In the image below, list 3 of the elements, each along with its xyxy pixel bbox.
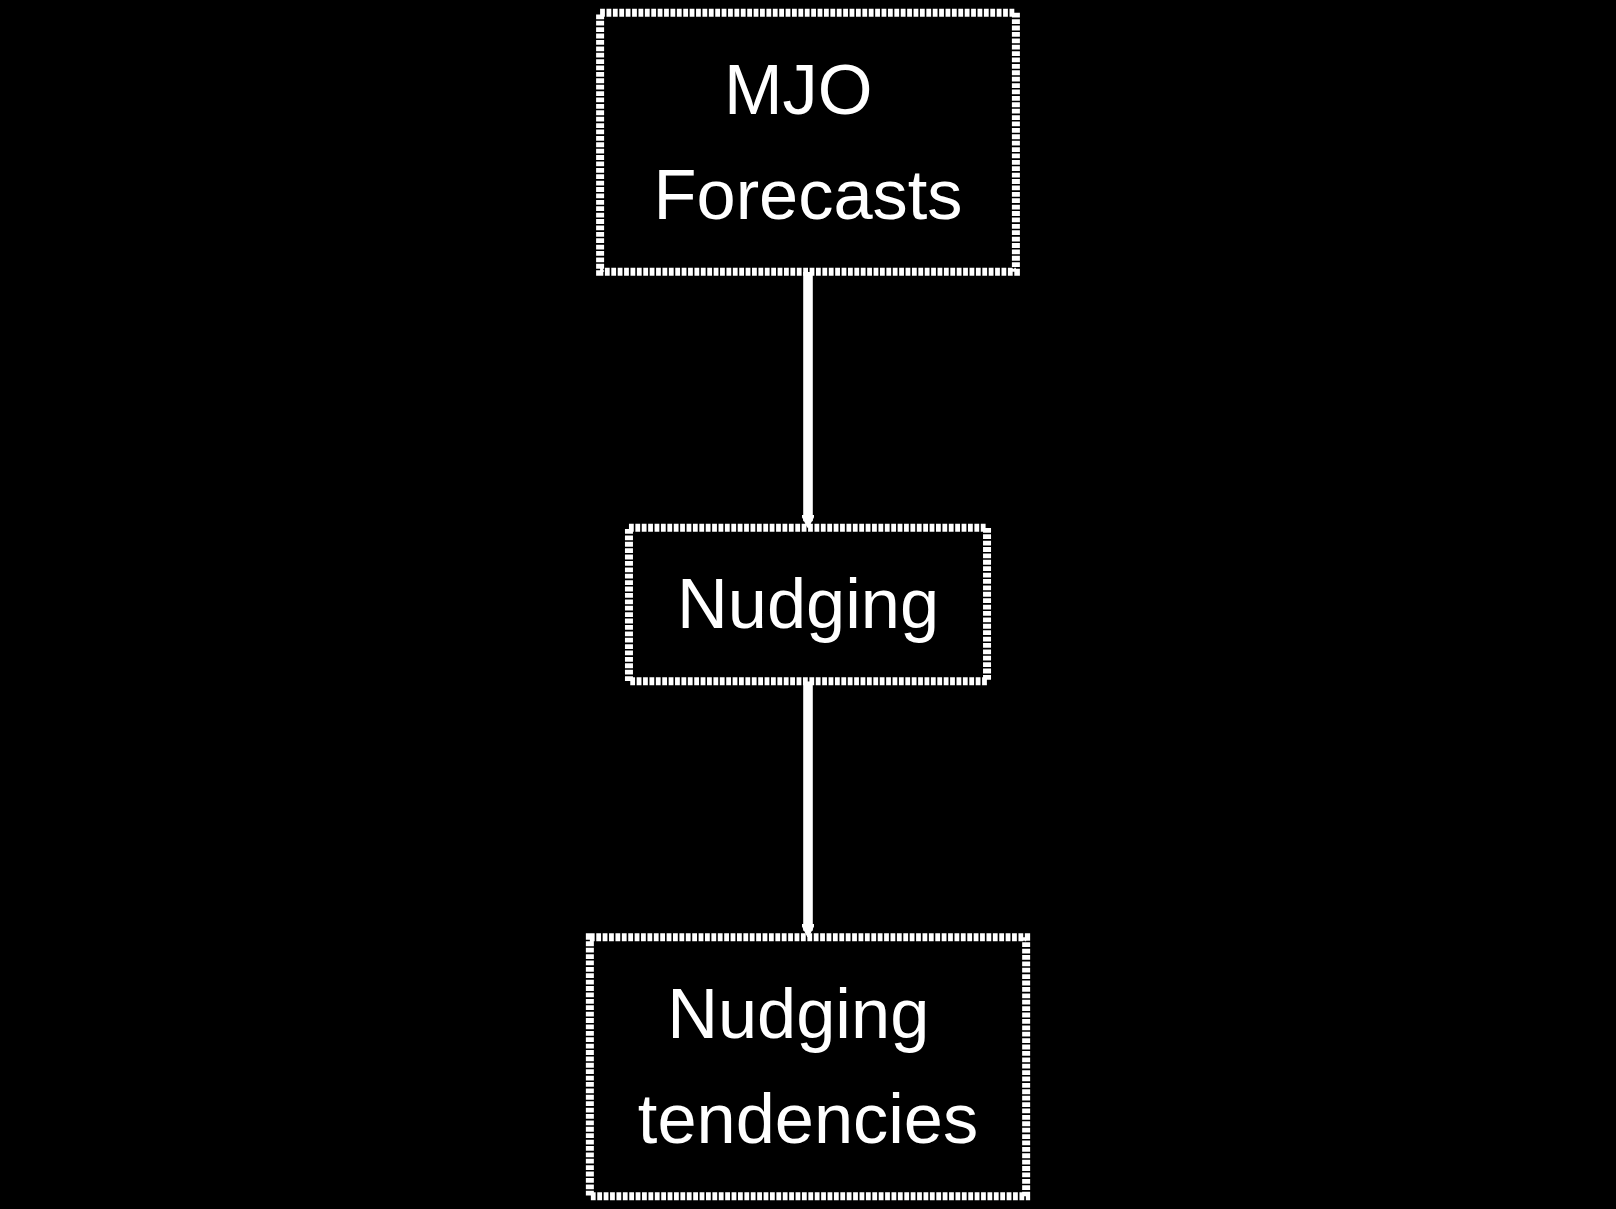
node-box: MJO Forecasts: [596, 8, 1020, 276]
node-box: Nudging: [624, 523, 992, 686]
node-box: Nudging tendencies: [585, 933, 1031, 1201]
